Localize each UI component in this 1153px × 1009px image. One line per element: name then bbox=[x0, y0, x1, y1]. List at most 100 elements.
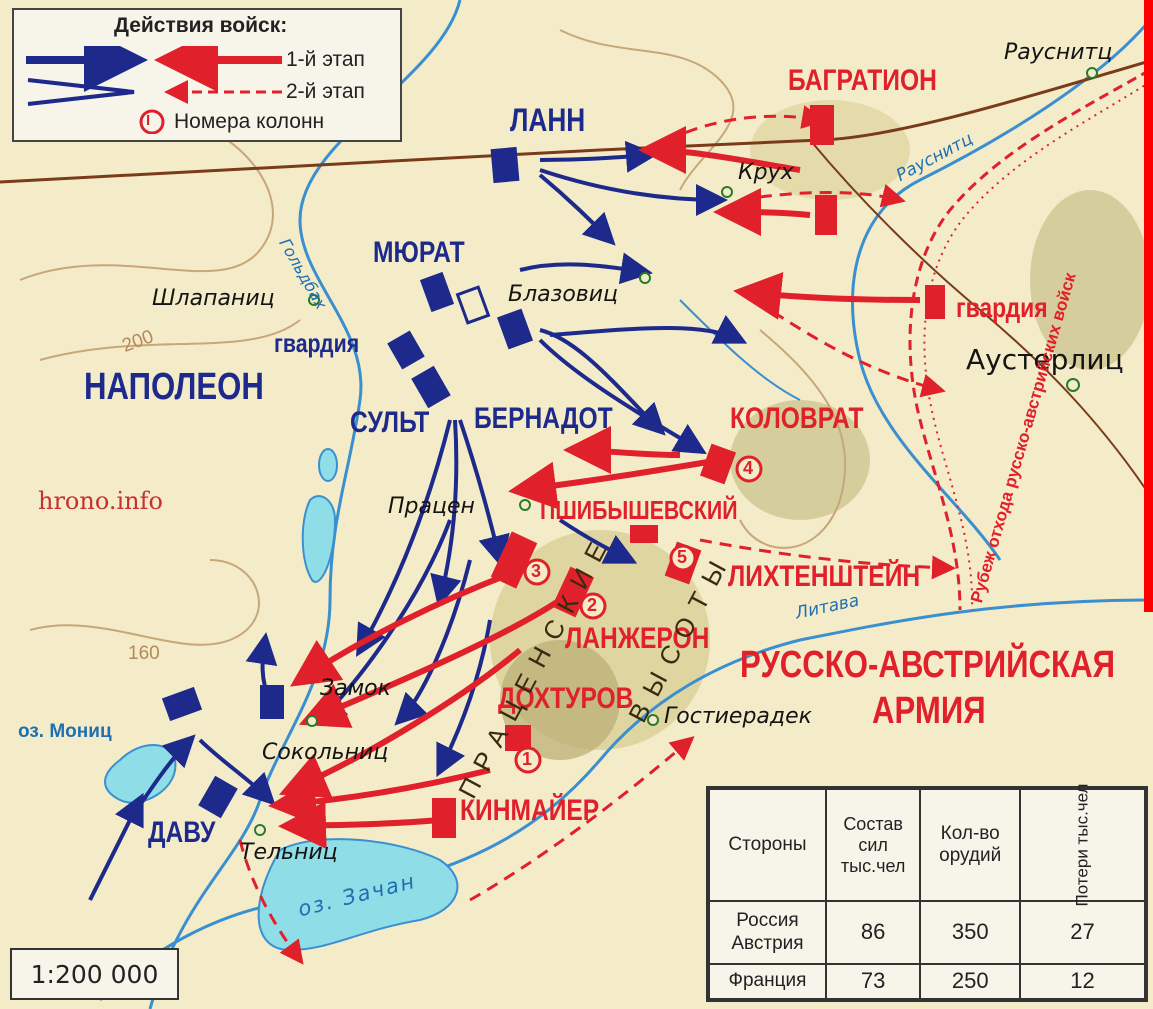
label-bagration: БАГРАТИОН bbox=[788, 64, 937, 97]
column-4-circle bbox=[735, 455, 763, 483]
french-arrow bbox=[538, 173, 616, 246]
label-murat: МЮРАТ bbox=[373, 236, 465, 269]
side-austria: Австрия bbox=[731, 933, 804, 955]
east-hill bbox=[1030, 190, 1150, 370]
france-forces: 73 bbox=[824, 962, 922, 1001]
legend-stage1: 1-й этап bbox=[286, 48, 365, 71]
place-sokolnitz: Сокольниц bbox=[262, 740, 389, 765]
contour-line bbox=[19, 119, 274, 281]
legend-column-circle bbox=[139, 109, 165, 134]
allied-arrow bbox=[278, 647, 522, 798]
column-1-number: 1 bbox=[522, 749, 533, 769]
unit-bagration-2 bbox=[815, 195, 837, 235]
france-losses: 12 bbox=[1019, 962, 1146, 1001]
unit-murat bbox=[419, 271, 455, 313]
legend-title: Действия войск: bbox=[114, 14, 288, 37]
legend-blue-arrow-stage2 bbox=[27, 78, 135, 106]
french-arrow bbox=[458, 419, 510, 568]
row-allies-sides: Россия Австрия bbox=[708, 900, 827, 965]
unit-kienmayer bbox=[432, 798, 456, 838]
header-losses-text: Потери тыс.чел bbox=[1072, 783, 1092, 907]
lake-zachan bbox=[257, 838, 459, 952]
label-davout: ДАВУ bbox=[148, 816, 216, 849]
label-dokhturov: ДОХТУРОВ bbox=[498, 682, 634, 715]
unit-murat-2 bbox=[455, 285, 491, 325]
label-soult: СУЛЬТ bbox=[350, 406, 430, 439]
france-guns: 250 bbox=[919, 962, 1022, 1001]
allied-arrow bbox=[290, 567, 522, 687]
map-scale: 1:200 000 bbox=[10, 948, 179, 1000]
allies-guns: 350 bbox=[919, 900, 1022, 965]
place-pratzen: Працен bbox=[388, 494, 475, 519]
french-arrow bbox=[430, 419, 462, 608]
label-bernadotte: БЕРНАДОТ bbox=[474, 402, 613, 435]
allies-losses: 27 bbox=[1019, 900, 1146, 965]
small-stream bbox=[679, 299, 801, 401]
place-telnitz: Тельниц bbox=[240, 840, 338, 865]
unit-soult bbox=[411, 365, 451, 409]
label-allied-guard: гвардия bbox=[956, 292, 1048, 323]
lake-monitz bbox=[104, 744, 177, 804]
column-3-number: 3 bbox=[531, 561, 542, 581]
column-5-circle bbox=[669, 544, 697, 572]
legend-stage2: 2-й этап bbox=[286, 80, 365, 103]
litava-river bbox=[98, 598, 1153, 1002]
allied-arrow bbox=[563, 426, 681, 475]
unit-przybyszewski bbox=[630, 525, 658, 543]
label-kolovrat: КОЛОВРАТ bbox=[730, 402, 864, 435]
place-blazovitz: Блазовиц bbox=[508, 282, 619, 307]
french-arrow bbox=[538, 338, 707, 455]
header-guns: Кол-во орудий bbox=[919, 788, 1022, 902]
contour-line bbox=[739, 329, 847, 549]
unit-column-2 bbox=[551, 566, 595, 618]
label-french-guard: гвардия bbox=[274, 328, 360, 358]
allied-arrow-stage2 bbox=[649, 105, 826, 152]
allied-arrow bbox=[298, 597, 562, 728]
header-forces: Состав сил тыс.чел bbox=[824, 788, 922, 902]
pond-small bbox=[318, 448, 338, 482]
allied-arrow-stage2 bbox=[739, 183, 906, 208]
unit-davout bbox=[161, 686, 203, 722]
allied-arrow-stage2 bbox=[739, 288, 946, 398]
unit-davout-3 bbox=[198, 775, 238, 819]
place-shlapanitz: Шлапаниц bbox=[152, 286, 275, 311]
center-hill bbox=[730, 400, 870, 520]
label-army-line2: АРМИЯ bbox=[872, 690, 986, 732]
village-blazovitz bbox=[639, 272, 651, 284]
column-4-number: 4 bbox=[743, 458, 754, 478]
place-krukh: Крух bbox=[738, 160, 794, 185]
column-2-number: 2 bbox=[587, 595, 598, 615]
french-arrow bbox=[558, 518, 638, 564]
place-zamok: Замок bbox=[320, 676, 391, 701]
contour-line bbox=[39, 319, 301, 361]
legend-symbols bbox=[26, 46, 282, 134]
unit-bernadotte bbox=[496, 308, 534, 350]
allied-arrow bbox=[268, 767, 491, 826]
header-sides: Стороны bbox=[708, 788, 827, 902]
legend-column-numbers: Номера колонн bbox=[174, 110, 325, 133]
allied-arrow bbox=[713, 188, 811, 237]
unit-guard bbox=[387, 330, 425, 370]
village-rausnitz bbox=[1086, 67, 1098, 79]
village-sokolnitz bbox=[306, 715, 318, 727]
column-3-circle bbox=[523, 558, 551, 586]
column-2-circle bbox=[579, 592, 607, 620]
french-arrow bbox=[539, 140, 658, 173]
allies-forces: 86 bbox=[824, 900, 922, 965]
north-hill bbox=[750, 100, 910, 200]
village-krukh bbox=[721, 186, 733, 198]
unit-allied-guard bbox=[925, 285, 945, 319]
village-gostieradek bbox=[647, 714, 659, 726]
allied-arrow-stage2 bbox=[699, 538, 956, 580]
place-rausnitz: Рауснитц bbox=[1004, 40, 1113, 65]
label-napoleon: НАПОЛЕОН bbox=[84, 366, 264, 408]
label-kienmayer: КИНМАЙЕР bbox=[460, 794, 600, 827]
place-austerlitz: Аустерлиц bbox=[966, 343, 1124, 376]
label-przybyszewski: ПШИБЫШЕВСКИЙ bbox=[540, 495, 738, 525]
contour-line bbox=[29, 559, 260, 646]
goldbach-stream bbox=[148, 0, 462, 1009]
allied-arrow bbox=[733, 272, 921, 320]
label-army-line1: РУССКО-АВСТРИЙСКАЯ bbox=[740, 644, 1115, 686]
french-arrow bbox=[356, 419, 452, 657]
